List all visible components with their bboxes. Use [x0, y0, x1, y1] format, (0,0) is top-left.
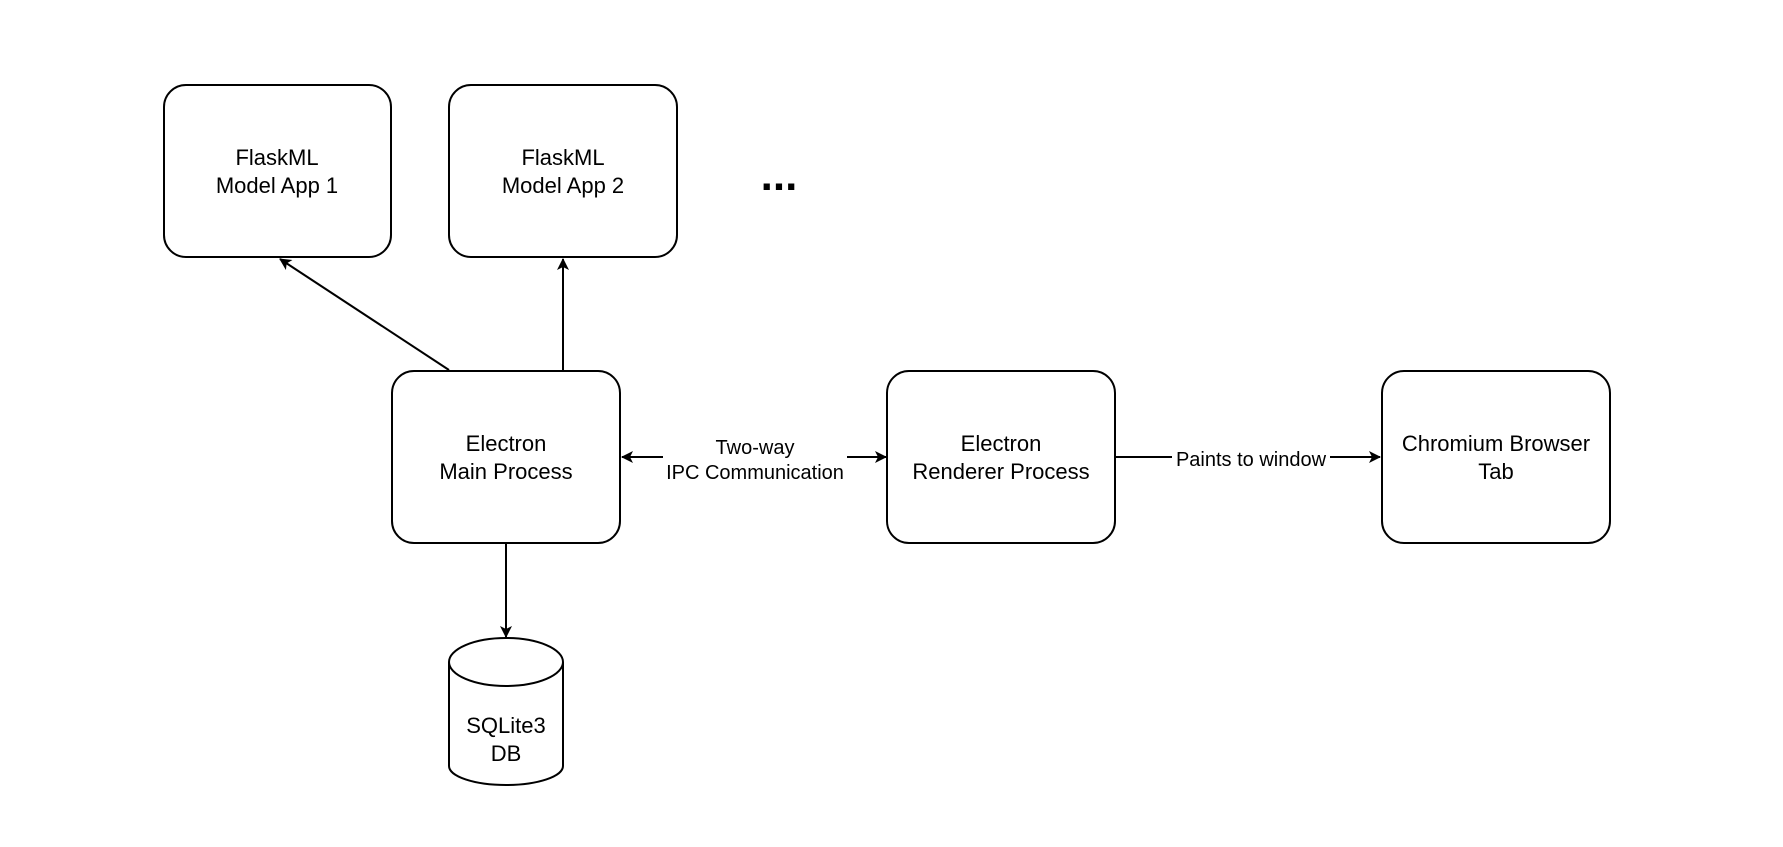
node-flask-model-app-2: FlaskML Model App 2: [448, 84, 678, 258]
node-electron-renderer-process: Electron Renderer Process: [886, 370, 1116, 544]
ellipsis-more-apps: ...: [761, 151, 798, 200]
node-db-line1: SQLite3: [466, 713, 546, 738]
node-flask1-line2: Model App 1: [216, 173, 338, 198]
edge-main-to-flask1: [279, 258, 450, 371]
node-renderer-line1: Electron: [961, 431, 1042, 456]
node-chromium-line1: Chromium Browser: [1402, 431, 1590, 456]
node-flask1-line1: FlaskML: [235, 145, 318, 170]
node-db-line2: DB: [491, 741, 522, 766]
node-main-line1: Electron: [466, 431, 547, 456]
edge-ipc-line1: Two-way: [716, 437, 795, 459]
node-chromium-line2: Tab: [1478, 459, 1513, 484]
edge-paints-label: Paints to window: [1176, 449, 1327, 471]
node-renderer-line2: Renderer Process: [912, 459, 1089, 484]
node-electron-main-process: Electron Main Process: [391, 370, 621, 544]
node-sqlite3-db: SQLite3 DB: [448, 637, 564, 786]
node-flask2-line1: FlaskML: [521, 145, 604, 170]
node-chromium-browser-tab: Chromium Browser Tab: [1381, 370, 1611, 544]
db-cylinder-top: [448, 637, 564, 687]
node-main-line2: Main Process: [439, 459, 572, 484]
edge-ipc-line2: IPC Communication: [666, 462, 844, 484]
db-cylinder-body: [448, 662, 564, 786]
edge-label-paints: Paints to window: [1176, 449, 1327, 471]
node-flask-model-app-1: FlaskML Model App 1: [163, 84, 392, 258]
edge-label-ipc: Two-way IPC Communication: [666, 437, 844, 484]
node-flask2-line2: Model App 2: [502, 173, 624, 198]
